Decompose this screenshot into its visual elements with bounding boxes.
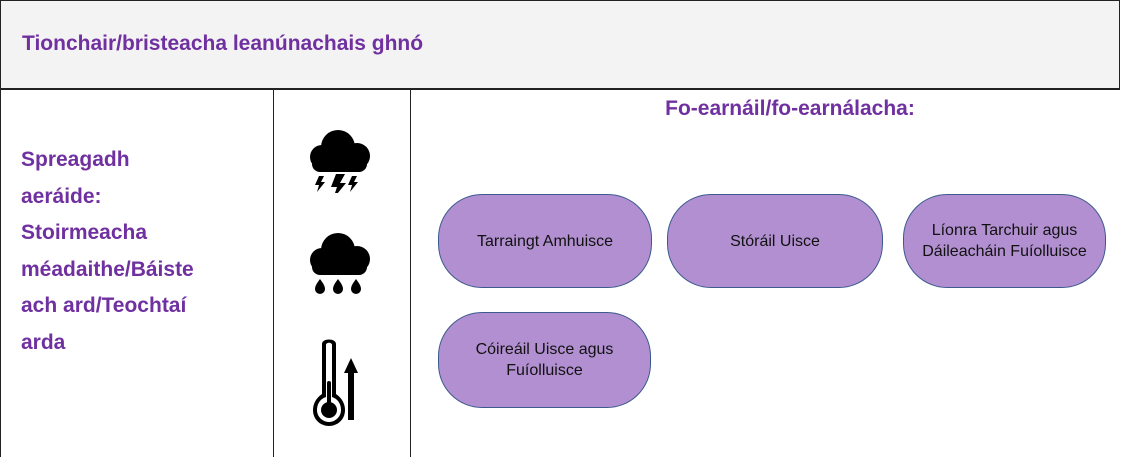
driver-line: ach ard/Teochtaí	[21, 294, 187, 317]
driver-line: Spreagadh	[21, 148, 130, 171]
diagram-header: Tionchair/bristeacha leanúnachais ghnó	[0, 0, 1120, 90]
climate-driver-text: Spreagadh aeráide: Stoirmeacha méadaithe…	[21, 142, 266, 361]
driver-line: méadaithe/Báiste	[21, 257, 194, 281]
subsector-label: Cóireáil Uisce agus Fuíolluisce	[475, 341, 614, 379]
subsector-label: Líonra Tarchuir agus Dáileacháin Fuíollu…	[922, 222, 1087, 260]
subsector-box-coireail-uisce: Cóireáil Uisce agus Fuíolluisce	[438, 312, 651, 408]
rain-cloud-icon	[310, 233, 370, 294]
column-divider-right	[410, 89, 411, 457]
driver-line: Stoirmeacha	[21, 221, 148, 244]
driver-line: arda	[21, 330, 66, 354]
subsector-title: Fo-earnáil/fo-earnálacha:	[665, 97, 915, 120]
subsector-box-storail-uisce: Stóráil Uisce	[667, 194, 883, 288]
subsector-box-tarraingt-amhuisce: Tarraingt Amhuisce	[438, 194, 652, 288]
outer-left-border	[0, 89, 1, 457]
driver-line: aeráide:	[21, 184, 102, 208]
column-divider-left	[273, 89, 274, 457]
subsector-box-lionra-tarchuir: Líonra Tarchuir agus Dáileacháin Fuíollu…	[903, 194, 1106, 288]
thermometer-rising-icon	[313, 339, 358, 426]
subsector-label: Tarraingt Amhuisce	[476, 232, 614, 250]
subsector-label: Stóráil Uisce	[730, 232, 820, 250]
storm-cloud-lightning-icon	[310, 130, 370, 193]
diagram-title: Tionchair/bristeacha leanúnachais ghnó	[22, 32, 424, 55]
